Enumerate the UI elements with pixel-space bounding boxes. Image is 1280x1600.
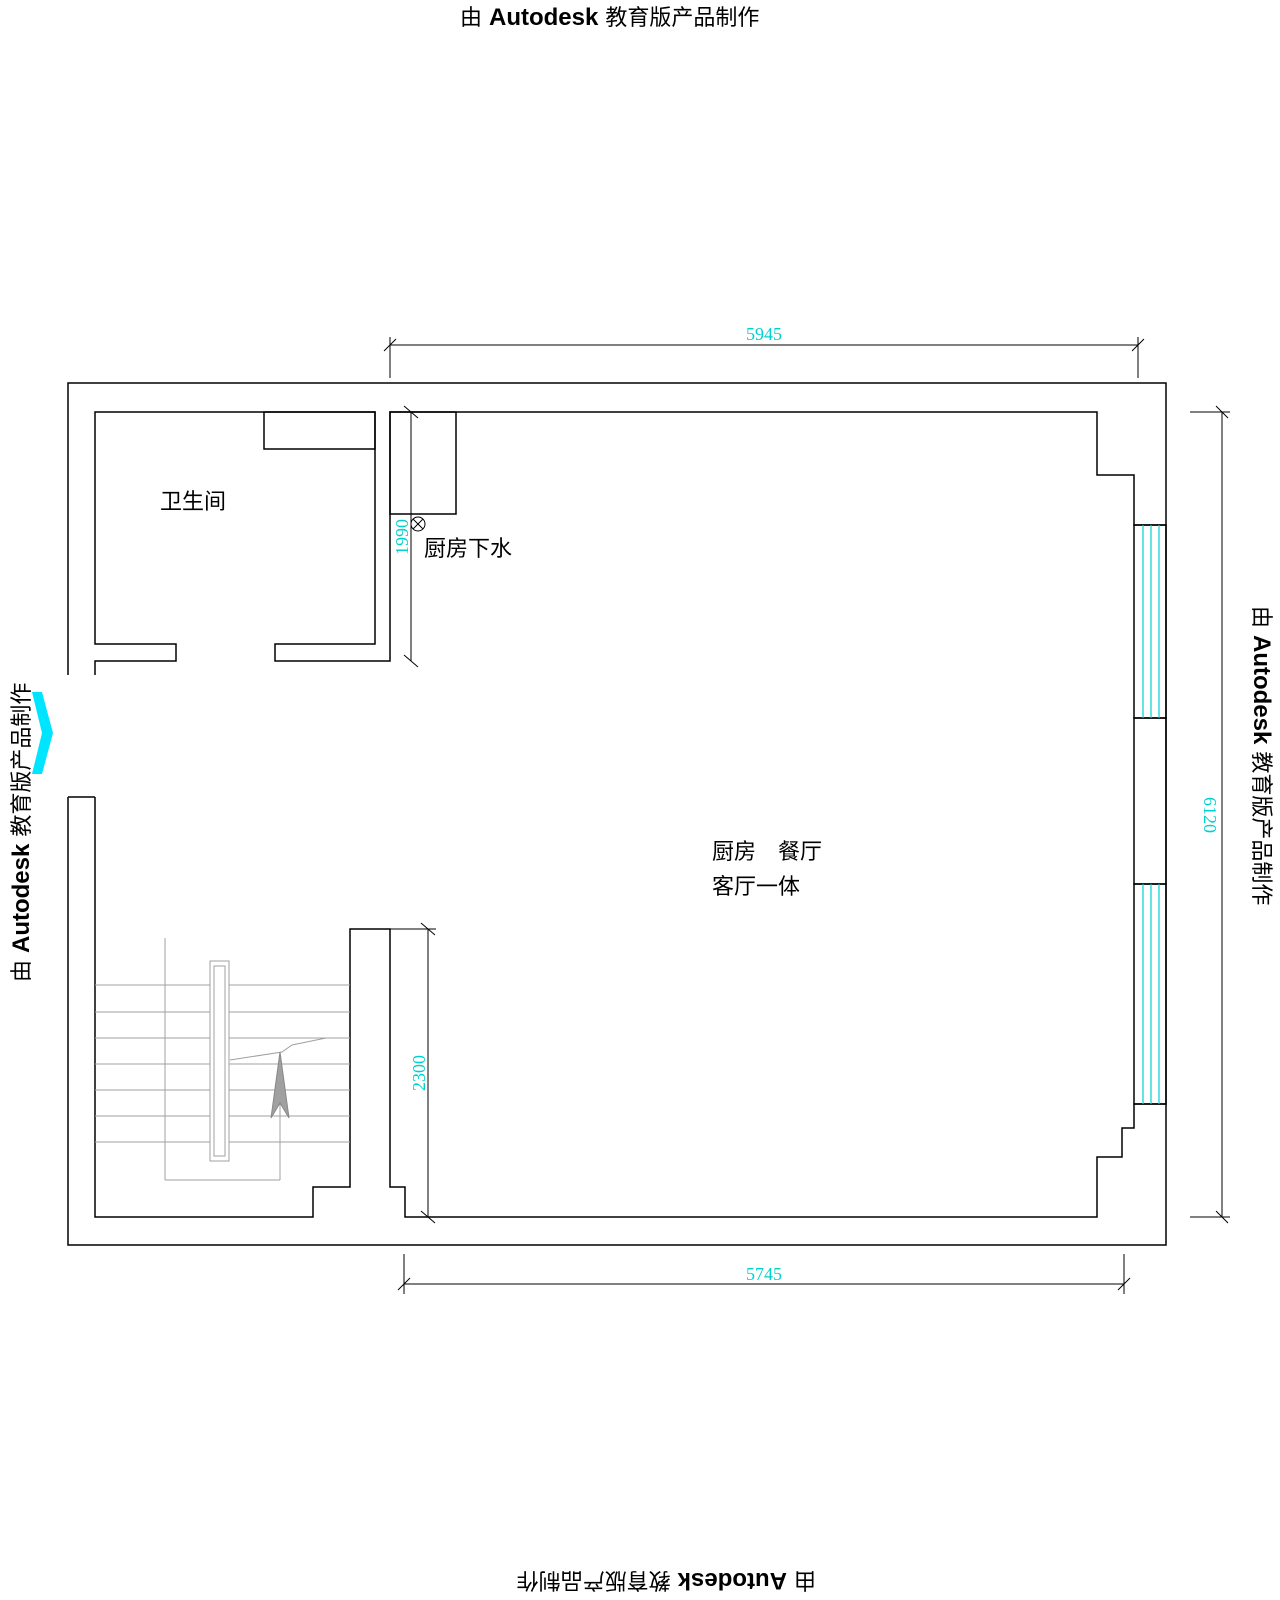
label-bathroom: 卫生间 (160, 490, 226, 515)
floor-drain-symbol (410, 516, 426, 532)
window-pier (1133, 717, 1167, 885)
dim-stair-wall: 2300 (409, 1055, 429, 1091)
dim-top-width: 5945 (746, 324, 782, 344)
dim-right-height: 6120 (1200, 797, 1220, 833)
drain-shaft (389, 411, 457, 515)
dim-bottom-width: 5745 (746, 1264, 782, 1284)
inner-wall-right-lower (94, 797, 1166, 1218)
inner-wall-upper (94, 411, 1166, 675)
window-frame-lower (1133, 883, 1167, 1105)
watermark-top: 由 Autodesk 教育版产品制作 (460, 0, 759, 32)
entry-arrow (32, 692, 53, 774)
bathroom-shaft (263, 411, 376, 450)
watermark-suffix: 教育版产品制作 (598, 6, 760, 31)
label-kitchen-drain: 厨房下水 (424, 537, 512, 562)
watermark-prefix: 由 (460, 6, 489, 31)
stair-direction-arrow (270, 1051, 290, 1119)
window-frame-upper (1133, 524, 1167, 719)
label-main-line2: 客厅一体 (712, 875, 800, 900)
watermark-brand: Autodesk (489, 4, 599, 31)
staircase (95, 938, 350, 1181)
dim-drain-wall: 1990 (392, 519, 412, 555)
label-main-line1: 厨房 餐厅 (712, 840, 822, 865)
